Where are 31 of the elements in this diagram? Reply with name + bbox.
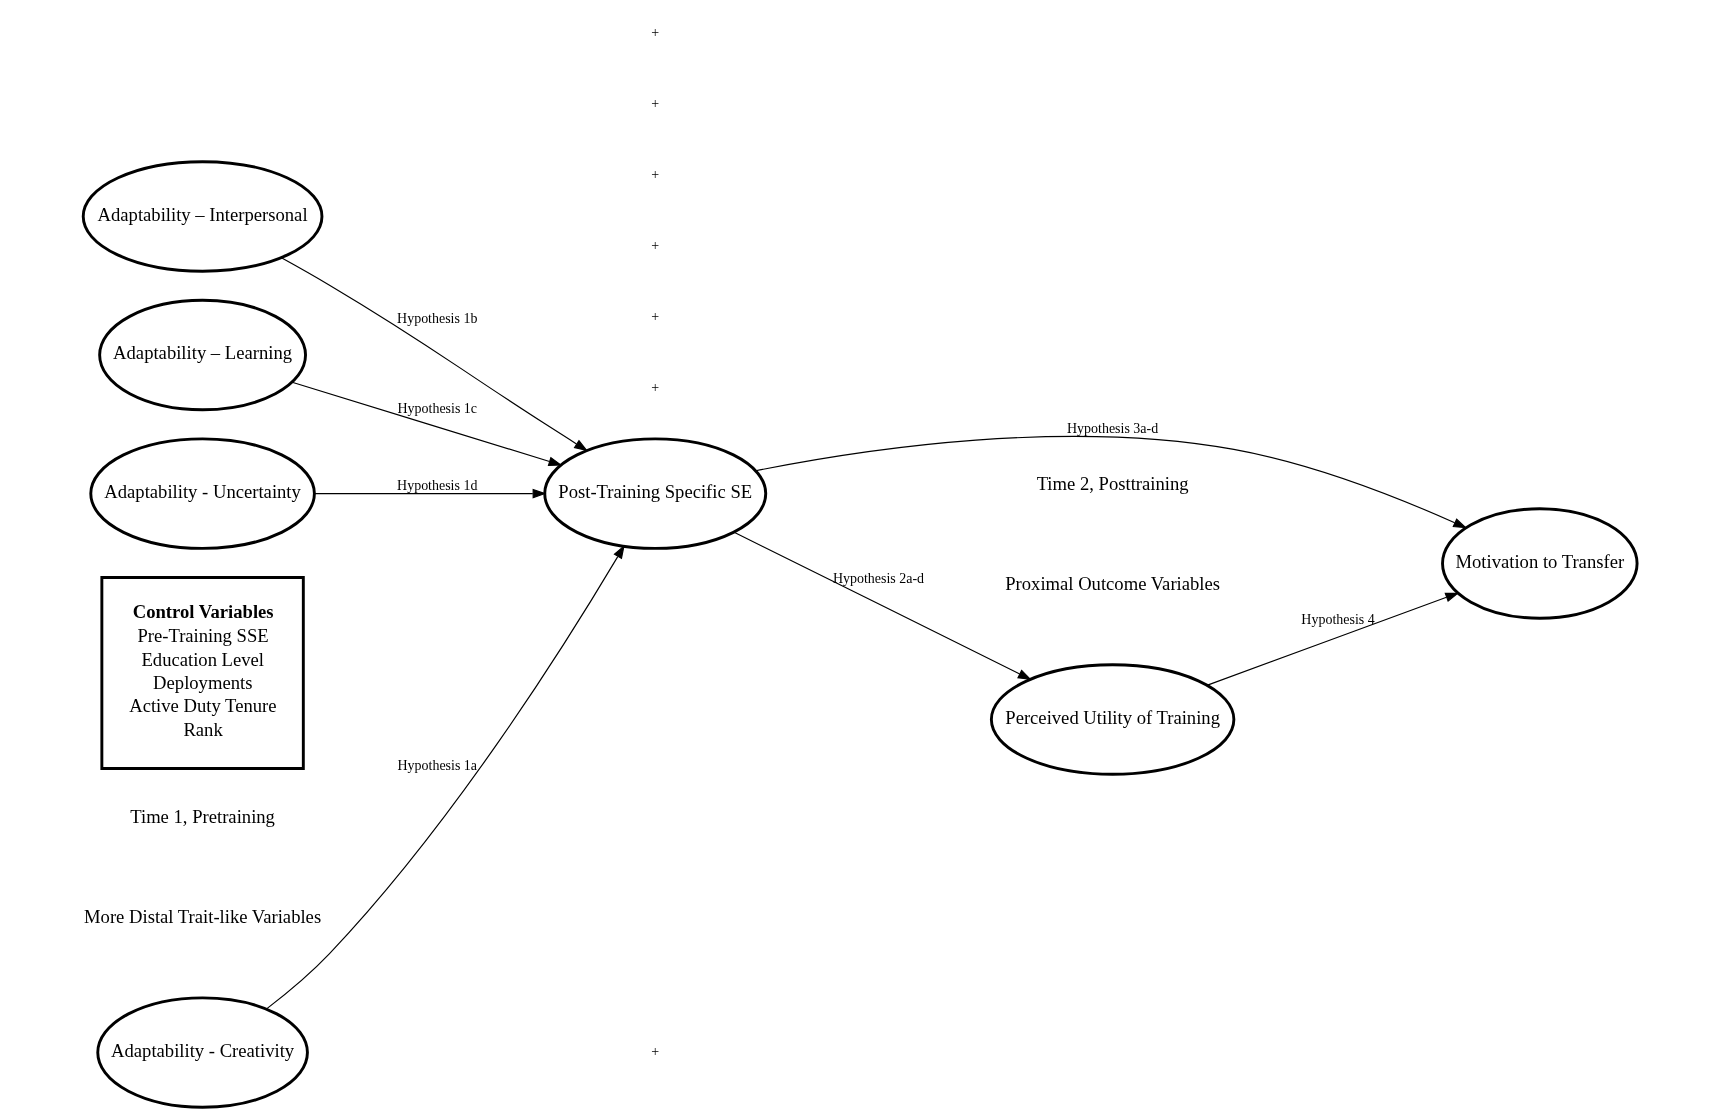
arrow [733,531,1032,680]
label: + [651,1044,660,1060]
label: Time 2, Posttraining [1036,472,1189,494]
node-box: Control Variables Pre-Training SSE Education Level Deployments Active Duty Tenure Rank [100,576,305,770]
node-ellipse: Adaptability - Uncertainty [89,437,316,550]
arrow [265,544,625,1010]
label: + [651,380,660,396]
node-ellipse: Adaptability - Creativity [96,996,309,1109]
node-ellipse: Adaptability – Interpersonal [81,160,324,273]
label: + [651,238,660,254]
arrow [291,381,563,466]
edge-label: Hypothesis 1c [397,400,478,416]
edge-label: Hypothesis 1d [397,477,478,493]
node-ellipse: Perceived Utility of Training [989,663,1236,776]
label: + [651,309,660,325]
label: More Distal Trait-like Variables [84,906,322,928]
arrow [1206,592,1460,686]
arrow [280,257,589,452]
label: + [651,25,660,41]
edge-label: Hypothesis 1b [397,311,478,327]
label: + [651,167,660,183]
edge-label: Hypothesis 3a-d [1067,420,1159,436]
label: Proximal Outcome Variables [1005,573,1221,595]
node-ellipse: Adaptability – Learning [98,298,307,412]
edge-label: Hypothesis 2a-d [832,570,925,586]
edge-label: Hypothesis 4 [1301,611,1375,627]
arrow [755,435,1468,529]
arrow [314,488,547,499]
edge-label: Hypothesis 1a [397,758,478,774]
label: + [651,96,660,112]
label: Time 1, Pretraining [130,805,275,827]
